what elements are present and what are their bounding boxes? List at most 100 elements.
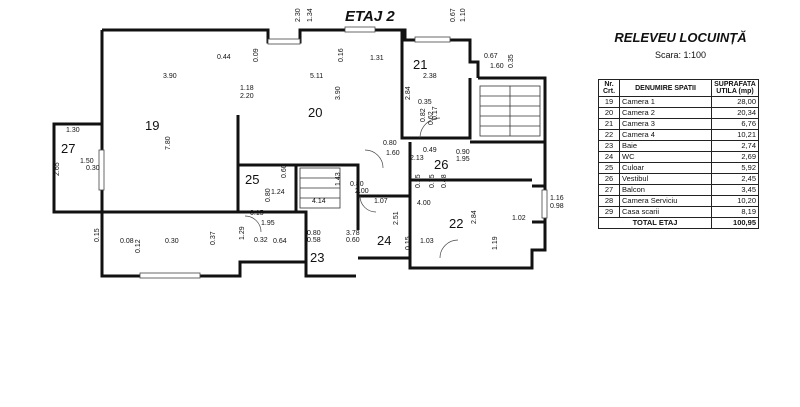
door-swing-24 [359, 195, 377, 213]
window-north-2 [344, 26, 376, 33]
dimension-label: 5.11 [310, 73, 323, 80]
dimension-label: 1.03 [420, 238, 434, 245]
dimension-label: 1.07 [374, 198, 388, 205]
dimension-label: 0.15 [94, 228, 101, 242]
dimension-label: 2.38 [423, 73, 437, 80]
dimension-label: 2.20 [240, 93, 254, 100]
dimension-label: 0.30 [86, 165, 100, 172]
row-area: 28,00 [711, 96, 759, 108]
stair-core-wall [470, 76, 547, 144]
dimension-label: 0.35 [418, 99, 432, 106]
dimension-label: 0.67 [450, 8, 457, 22]
row-number: 20 [598, 107, 620, 119]
room-label-27: 27 [61, 141, 75, 156]
room-label-25: 25 [245, 172, 259, 187]
row-area: 3,45 [711, 184, 759, 196]
dimension-label: 0.62 [428, 111, 435, 125]
window-south-19 [139, 272, 201, 279]
dimension-label: 1.02 [512, 215, 526, 222]
dimension-label: 0.80 [383, 140, 397, 147]
dimension-label: 0.75 [429, 174, 436, 188]
col-name-header: DENUMIRE SPATII [619, 79, 712, 97]
relevee-scale: Scara: 1:100 [654, 50, 707, 60]
dimension-label: 0.49 [423, 147, 437, 154]
dimension-label: 0.58 [307, 237, 321, 244]
dimension-label: 0.35 [508, 54, 515, 68]
row-area: 2,74 [711, 140, 759, 152]
dimension-label: 1.30 [66, 127, 80, 134]
dimension-label: 1.29 [239, 226, 246, 240]
dimension-label: 0.32 [254, 237, 268, 244]
dimension-label: 0.15 [250, 210, 264, 217]
room-labels: 19 20 21 22 23 24 25 26 27 [61, 57, 463, 265]
dimension-label: 0.30 [165, 238, 179, 245]
dimension-label: 1.60 [386, 150, 400, 157]
dimension-label: 1.16 [550, 195, 564, 202]
window-balcony [98, 149, 105, 191]
dimension-label: 0.98 [550, 203, 564, 210]
dimension-label: 0.15 [405, 236, 412, 250]
dimension-label: 1.95 [261, 220, 275, 227]
dimension-label: 0.37 [210, 231, 217, 245]
row-area: 6,76 [711, 118, 759, 130]
row-name: Camera Serviciu [619, 195, 712, 207]
dimension-label: 2.13 [410, 155, 424, 162]
room-label-20: 20 [308, 105, 322, 120]
row-area: 10,21 [711, 129, 759, 141]
outer-wall-north [102, 28, 480, 78]
area-table-header: Nr. Crt. DENUMIRE SPATII SUPRAFATA UTILA… [598, 79, 759, 97]
area-table-total-row: TOTAL ETAJ 100,95 [598, 217, 759, 229]
row-name: Camera 1 [619, 96, 712, 108]
room-label-19: 19 [145, 118, 159, 133]
row-number: 28 [598, 195, 620, 207]
dimension-label: 0.60 [346, 237, 360, 244]
dimension-label: 1.31 [370, 55, 384, 62]
door-swing-23 [244, 215, 262, 233]
row-number: 25 [598, 162, 620, 174]
wall-corridor [238, 163, 360, 230]
dimension-label: 0.60 [281, 164, 288, 178]
dimension-label: 0.80 [350, 181, 364, 188]
dimension-label: 2.30 [295, 8, 302, 22]
row-name: Camera 3 [619, 118, 712, 130]
dimension-label: 1.19 [492, 236, 499, 250]
balcony-outline [52, 122, 102, 214]
room-label-22: 22 [449, 216, 463, 231]
dimension-label: 1.10 [460, 8, 467, 22]
row-area: 2,69 [711, 151, 759, 163]
row-area: 5,92 [711, 162, 759, 174]
row-name: Culoar [619, 162, 712, 174]
dimension-label: 1.43 [335, 172, 342, 186]
door-swing-22 [439, 239, 459, 259]
dimension-label: 3.90 [163, 73, 177, 80]
row-number: 22 [598, 129, 620, 141]
floor-title: ETAJ 2 [345, 8, 395, 25]
row-area: 2,45 [711, 173, 759, 185]
dimension-label: 4.14 [312, 198, 326, 205]
row-number: 24 [598, 151, 620, 163]
dimension-label: 0.12 [135, 239, 142, 253]
dimension-label: 1.24 [271, 189, 285, 196]
room-label-21: 21 [413, 57, 427, 72]
dimension-label: 2.84 [405, 86, 412, 100]
row-number: 27 [598, 184, 620, 196]
window-north-1 [267, 38, 301, 45]
row-number: 19 [598, 96, 620, 108]
total-label: TOTAL ETAJ [598, 217, 712, 229]
col-nr-header: Nr. Crt. [598, 79, 620, 97]
dimension-label: 0.25 [415, 174, 422, 188]
dimension-label: 3.90 [335, 86, 342, 100]
dimension-label: 4.00 [417, 200, 431, 207]
dimension-label: 0.48 [441, 174, 448, 188]
staircase [479, 85, 541, 137]
room-label-24: 24 [377, 233, 391, 248]
window-north-3 [414, 36, 451, 43]
window-east-22 [541, 189, 548, 219]
dimension-label: 0.16 [338, 48, 345, 62]
